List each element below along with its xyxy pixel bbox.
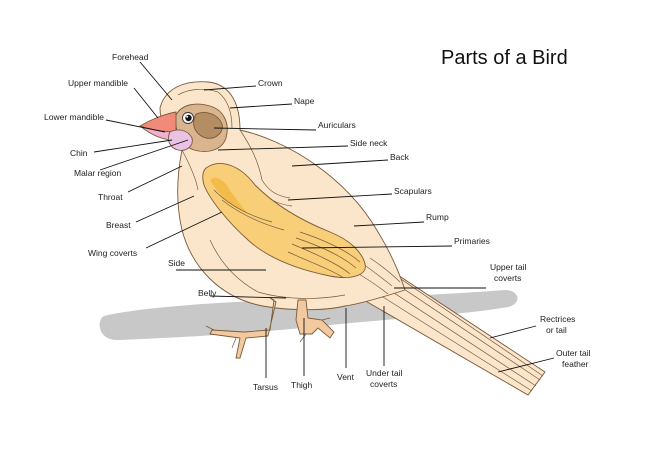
bird-head bbox=[138, 103, 228, 152]
label-upper-tail-coverts-1: Upper tail bbox=[490, 262, 526, 272]
label-outer-tail-feather-2: feather bbox=[562, 359, 589, 369]
leader-crown bbox=[203, 85, 257, 91]
bird-legs bbox=[205, 297, 335, 359]
leader-throat bbox=[127, 165, 183, 193]
label-back: Back bbox=[390, 152, 410, 162]
nape-line bbox=[217, 91, 233, 129]
label-nape: Nape bbox=[294, 96, 315, 106]
label-belly: Belly bbox=[198, 288, 217, 298]
label-breast: Breast bbox=[106, 220, 131, 230]
leader-nape bbox=[229, 103, 293, 109]
diagram-title: Parts of a Bird bbox=[441, 47, 568, 69]
leader-back bbox=[291, 159, 389, 167]
leader-scapulars bbox=[287, 193, 393, 201]
leader-auriculars bbox=[213, 127, 317, 131]
label-side: Side bbox=[168, 258, 185, 268]
label-crown: Crown bbox=[258, 78, 283, 88]
label-outer-tail-feather-1: Outer tail bbox=[556, 348, 591, 358]
wing-feather-lines bbox=[213, 189, 361, 279]
leader-side-neck bbox=[217, 145, 349, 151]
leader-belly bbox=[209, 295, 287, 299]
label-side-neck: Side neck bbox=[350, 138, 388, 148]
label-lower-mandible: Lower mandible bbox=[44, 112, 104, 122]
label-forehead: Forehead bbox=[112, 52, 149, 62]
chin-patch bbox=[167, 129, 193, 151]
lower-mandible bbox=[139, 125, 177, 141]
thigh-foot bbox=[295, 299, 335, 339]
leader-lower-mandible bbox=[105, 119, 166, 133]
leader-upper-mandible bbox=[133, 87, 159, 119]
wing-coverts-patch bbox=[210, 177, 248, 214]
label-wing-coverts: Wing coverts bbox=[88, 248, 137, 258]
label-tarsus: Tarsus bbox=[253, 382, 278, 392]
label-throat: Throat bbox=[98, 192, 123, 202]
label-under-tail-coverts-2: coverts bbox=[370, 379, 397, 389]
label-rump: Rump bbox=[426, 212, 449, 222]
tarsus bbox=[209, 297, 277, 359]
leader-outer-tail bbox=[497, 357, 555, 373]
leader-chin bbox=[93, 139, 173, 153]
eye-highlight bbox=[186, 115, 189, 118]
bird-wing bbox=[202, 163, 366, 279]
leader-breast bbox=[135, 195, 195, 223]
leader-primaries bbox=[301, 245, 453, 249]
breast-line bbox=[181, 149, 199, 191]
label-scapulars: Scapulars bbox=[394, 186, 432, 196]
auricular-patch bbox=[193, 112, 223, 139]
label-upper-mandible: Upper mandible bbox=[68, 78, 128, 88]
leader-malar bbox=[99, 139, 189, 171]
labels-right: Crown Nape Auriculars Side neck Back Sca… bbox=[258, 78, 591, 369]
label-thigh: Thigh bbox=[291, 380, 313, 390]
leader-wing-coverts bbox=[145, 211, 223, 249]
label-under-tail-coverts-1: Under tail bbox=[366, 368, 402, 378]
label-primaries: Primaries bbox=[454, 236, 490, 246]
label-rectrices-2: or tail bbox=[546, 325, 567, 335]
pupil bbox=[185, 114, 192, 122]
label-auriculars: Auriculars bbox=[318, 120, 356, 130]
labels-bottom: Tarsus Thigh Vent Under tail coverts bbox=[253, 368, 402, 392]
label-upper-tail-coverts-2: coverts bbox=[494, 273, 521, 283]
label-rectrices-1: Rectrices bbox=[540, 314, 575, 324]
tail-feather-lines bbox=[355, 261, 544, 392]
label-vent: Vent bbox=[337, 372, 355, 382]
leader-rectrices bbox=[489, 325, 537, 339]
back-line bbox=[239, 129, 263, 181]
labels-left: Forehead Upper mandible Lower mandible C… bbox=[44, 52, 217, 298]
leader-forehead bbox=[139, 61, 173, 101]
leader-lines bbox=[93, 61, 555, 378]
label-chin: Chin bbox=[70, 148, 88, 158]
label-malar-region: Malar region bbox=[74, 168, 122, 178]
crown-line bbox=[177, 88, 219, 96]
toe-lines bbox=[205, 317, 331, 349]
leader-rump bbox=[353, 221, 425, 227]
belly-line bbox=[257, 291, 346, 299]
